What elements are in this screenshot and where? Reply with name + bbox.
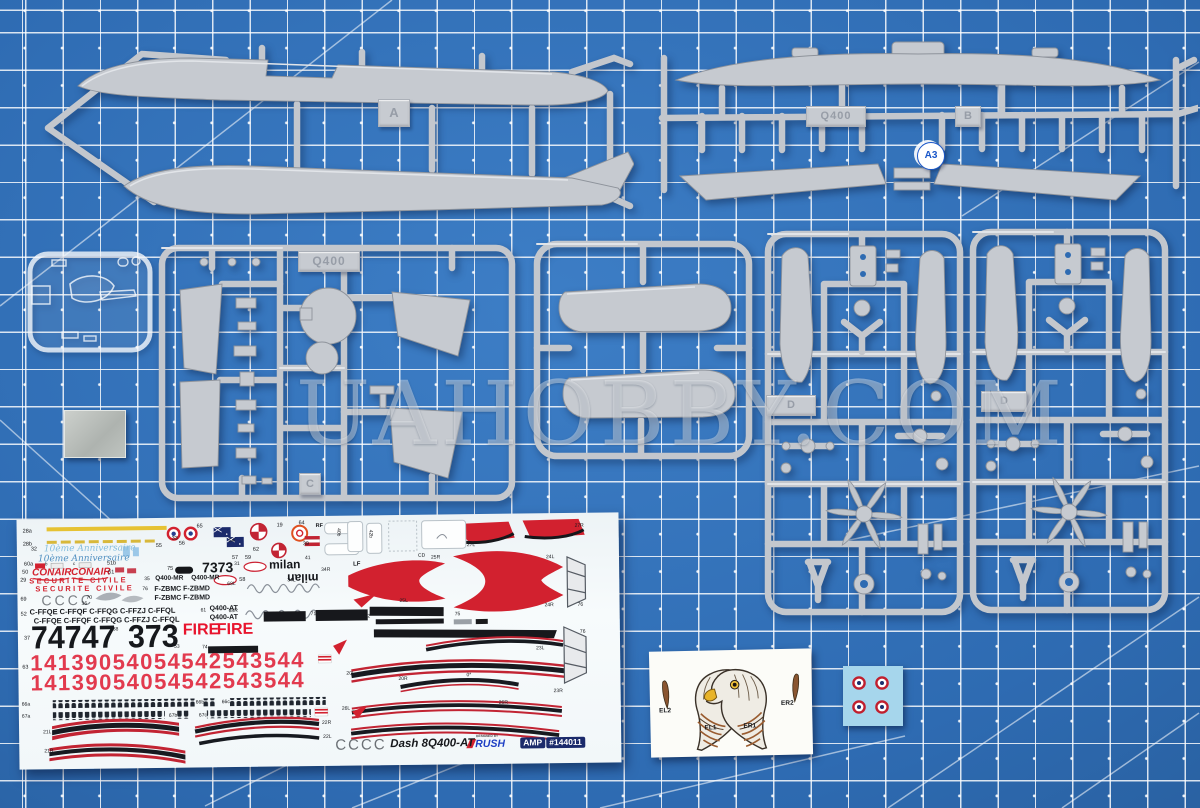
fuselage-half-upper xyxy=(77,57,609,106)
sprue-c-small-parts xyxy=(158,244,516,502)
sprue-d1-nacelles xyxy=(758,224,970,622)
wing-upper xyxy=(674,53,1162,87)
roundel-decal xyxy=(852,676,889,714)
metal-plate-part xyxy=(64,410,126,458)
canopy-clear-part xyxy=(69,275,115,303)
red-tail-art-decals xyxy=(348,518,585,612)
feather-decal xyxy=(662,680,670,710)
sprue-tank-halves xyxy=(533,240,753,460)
tank-half xyxy=(562,369,736,419)
decal-sheet-graphics xyxy=(33,518,588,764)
tail-fin-half xyxy=(179,379,221,469)
sprue-b-wings xyxy=(658,41,1198,201)
clear-parts-sprue xyxy=(27,251,153,353)
feather-decal xyxy=(792,673,800,704)
wing-lower-right xyxy=(933,163,1142,201)
eagle-decal-graphics xyxy=(662,668,800,752)
sprue-a-fuselage xyxy=(44,44,634,215)
chevron-decals xyxy=(563,556,588,684)
tail-fin-half xyxy=(179,283,223,375)
french-roundel-decals xyxy=(166,526,198,541)
stabilizer-half xyxy=(389,407,463,479)
cheatline-stripe-decals xyxy=(49,636,567,764)
window-row-decals xyxy=(52,696,326,721)
flag-bar-decals xyxy=(304,535,320,547)
striped-tag-decals xyxy=(314,654,332,717)
clear-box-decals xyxy=(324,519,467,556)
australian-flag-decals xyxy=(213,526,244,548)
conair-roundel-decals xyxy=(249,522,309,559)
roundel-decal-graphics xyxy=(852,676,889,714)
wing-lower-left xyxy=(678,163,887,201)
tank-half xyxy=(558,283,732,333)
stabilizer-half xyxy=(391,291,471,357)
sprue-d2-nacelles xyxy=(962,222,1176,620)
roundel-decal-sheet xyxy=(843,666,903,726)
